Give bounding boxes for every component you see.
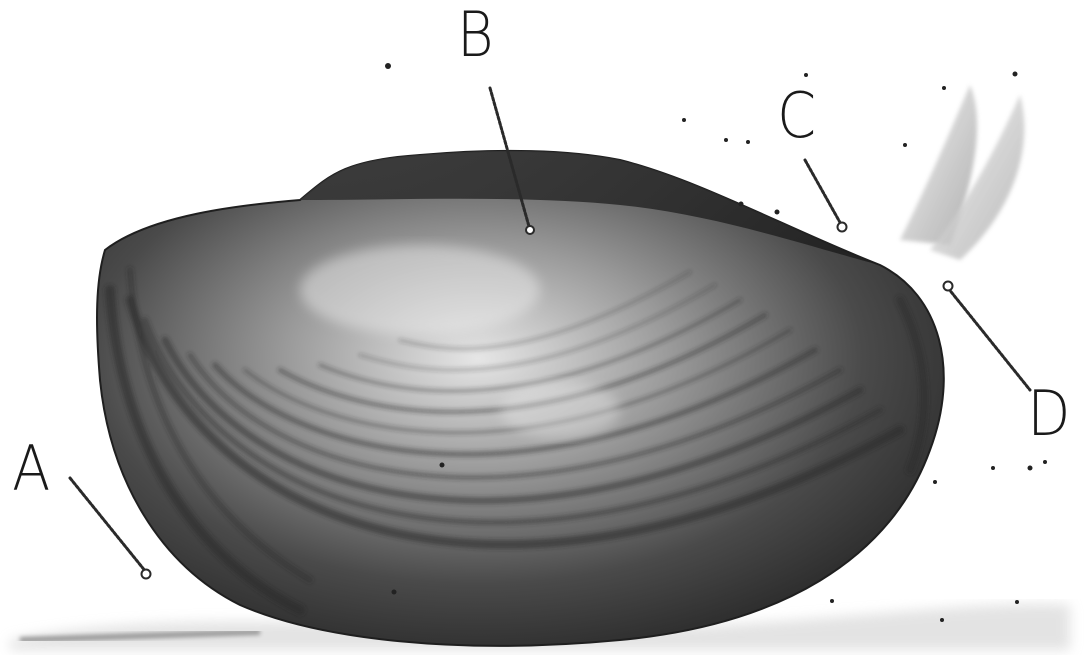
pointer-dot-b (526, 226, 534, 234)
label-d: D (1027, 383, 1070, 445)
pointer-dot-d (944, 282, 953, 291)
label-a: A (12, 438, 50, 500)
siphon-flap (900, 85, 1024, 260)
label-b: B (457, 4, 494, 66)
pointer-dot-a (142, 570, 151, 579)
shell-valve (97, 151, 944, 646)
label-c: C (777, 85, 816, 147)
leader-line-d (948, 288, 1030, 390)
leader-line-c (805, 160, 842, 226)
pointer-dot-c (838, 223, 847, 232)
